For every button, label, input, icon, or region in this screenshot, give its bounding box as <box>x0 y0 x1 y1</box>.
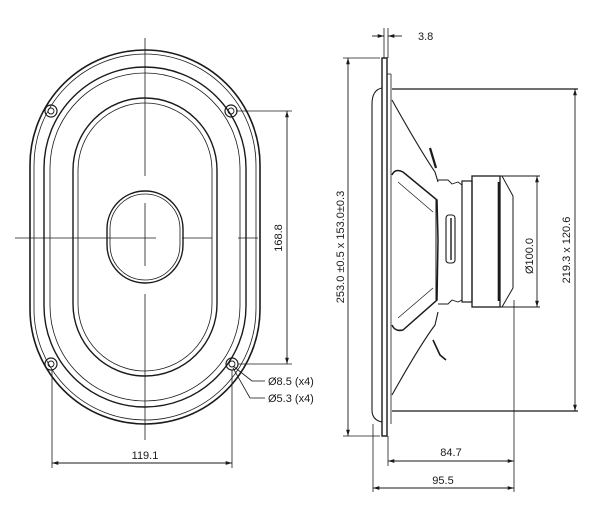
dim-flange-thickness: 3.8 <box>418 31 433 43</box>
mount-hole-tl <box>44 104 58 118</box>
terminal <box>445 214 456 264</box>
top-plate <box>461 180 473 303</box>
dim-overall-size: 253.0 ±0.5 x 153.0±0.3 <box>335 191 347 303</box>
mount-hole-bl <box>44 357 58 371</box>
magnet <box>471 175 501 308</box>
callout-hole-small: Ø5.3 (x4) <box>268 393 314 405</box>
dim-front-width: 119.1 <box>132 450 159 462</box>
side-view: 3.8 Ø100.0 <box>335 28 578 492</box>
dim-hole-spacing: 168.8 <box>273 224 285 252</box>
callout-hole-large: Ø8.5 (x4) <box>268 376 314 388</box>
dim-depth-from-flange: 84.7 <box>440 447 461 459</box>
dim-cutout: 219.3 x 120.6 <box>561 217 573 284</box>
front-view: 168.8 119.1 Ø8.5 (x4) Ø5.3 (x4) <box>15 38 314 468</box>
flange-plate <box>381 57 388 437</box>
dim-total-depth: 95.5 <box>432 475 453 487</box>
dim-magnet-diameter: Ø100.0 <box>524 238 536 274</box>
dust-cap <box>106 190 184 284</box>
